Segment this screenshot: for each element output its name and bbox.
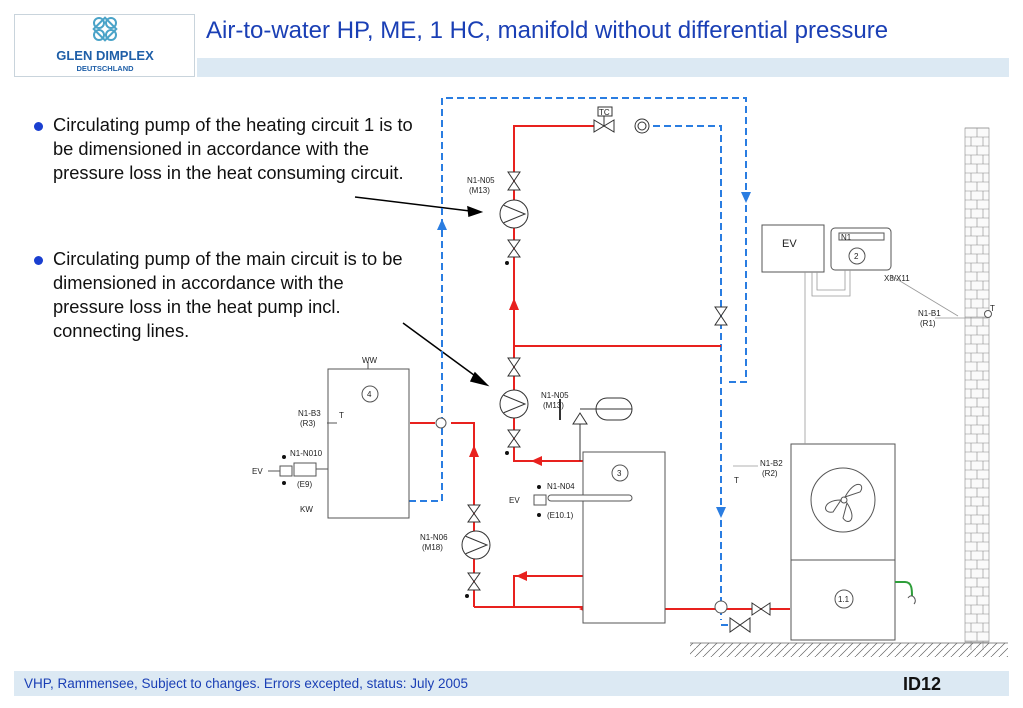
sensors: [268, 310, 992, 614]
logo-name: GLEN DIMPLEX: [56, 48, 154, 63]
return-arrows: [437, 192, 751, 518]
label-x8: X8/X11: [884, 274, 910, 283]
label-b1-2: (R1): [920, 319, 936, 328]
control-wiring: [733, 270, 988, 467]
bullet-text-1: Circulating pump of the heating circuit …: [53, 114, 413, 183]
label-t-b2: T: [734, 476, 739, 485]
label-pump-bot-2: (M18): [422, 543, 443, 552]
label-t-b1: T: [990, 304, 995, 313]
slide-id: ID12: [903, 674, 942, 694]
label-pump-bot-1: N1-N06: [420, 533, 448, 542]
logo-box: GLEN DIMPLEX DEUTSCHLAND: [14, 14, 195, 77]
label-n04-2: (E10.1): [547, 511, 574, 520]
pump-heating-circuit: [499, 199, 529, 229]
pump-main-circuit: [499, 389, 529, 419]
label-n010-2: (E9): [297, 480, 312, 489]
bullet-item-1: Circulating pump of the heating circuit …: [34, 113, 414, 185]
heat-pump-unit: [790, 443, 896, 641]
bullet-dot: [34, 122, 43, 131]
label-pump-mid-1: N1-N05: [541, 391, 569, 400]
label-ev-mid: EV: [509, 496, 520, 505]
electrical-boxes: [761, 224, 892, 273]
bullet-item-2: Circulating pump of the main circuit is …: [34, 247, 414, 343]
company-logo: GLEN DIMPLEX DEUTSCHLAND: [56, 16, 154, 73]
footer-text: VHP, Rammensee, Subject to changes. Erro…: [24, 676, 468, 691]
label-controller: 2: [854, 252, 859, 261]
valves: [467, 119, 771, 633]
page-title: Air-to-water HP, ME, 1 HC, manifold with…: [206, 17, 889, 44]
pump-hot-water: [461, 530, 491, 560]
label-kw: KW: [300, 505, 313, 514]
label-pump-top-1: N1-N05: [467, 176, 495, 185]
label-tc: TC: [599, 108, 610, 117]
tc-valve-head: [597, 106, 650, 134]
label-ev-box: EV: [782, 238, 797, 250]
label-b3-1: N1-B3: [298, 409, 321, 418]
header-strip: [197, 58, 1009, 77]
annotation-arrows: [354, 196, 490, 387]
brick-wall: [964, 127, 990, 650]
label-ww: WW: [362, 356, 378, 365]
return-lines: [409, 97, 747, 626]
bullet-text-2: Circulating pump of the main circuit is …: [53, 248, 403, 341]
tank-4: [327, 362, 410, 519]
label-pump-top-2: (M13): [469, 186, 490, 195]
logo-subname: DEUTSCHLAND: [76, 64, 134, 73]
label-tank-3: 3: [617, 469, 622, 478]
label-n010-1: N1-N010: [290, 449, 323, 458]
label-b1-1: N1-B1: [918, 309, 941, 318]
hp-drain-trap: [907, 595, 916, 605]
hp-drain: [895, 581, 913, 597]
label-heat-pump: 1.1: [838, 595, 850, 604]
expansion-vessel: [559, 397, 633, 461]
label-b2-2: (R2): [762, 469, 778, 478]
tank-3: [547, 451, 666, 624]
header-bar: [197, 14, 1009, 57]
ground-hatching: [690, 642, 1008, 657]
bullet-dot: [34, 256, 43, 265]
label-tank-4: 4: [367, 390, 372, 399]
label-b2-1: N1-B2: [760, 459, 783, 468]
label-n1: N1: [841, 233, 852, 242]
label-t-b3: T: [339, 411, 344, 420]
label-n04-1: N1-N04: [547, 482, 575, 491]
dots: [282, 261, 541, 598]
label-pump-mid-2: (M13): [543, 401, 564, 410]
footer-bar: [14, 671, 1009, 696]
label-b3-2: (R3): [300, 419, 316, 428]
label-ev-left: EV: [252, 467, 263, 476]
